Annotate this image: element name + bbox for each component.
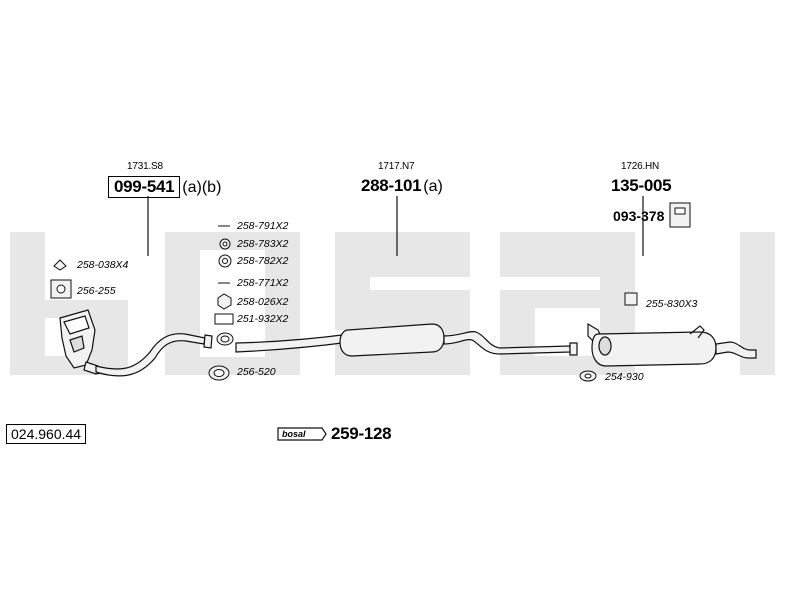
middle-section-part: 288-101 (a) <box>361 176 443 196</box>
front-part-variant: (a)(b) <box>182 179 222 196</box>
callout-256-520: 256-520 <box>237 366 276 378</box>
callout-258-782x2: 258-782X2 <box>237 255 289 267</box>
callout-258-026x2: 258-026X2 <box>237 296 289 308</box>
callout-258-771x2: 258-771X2 <box>237 277 289 289</box>
front-section-part: 099-541 (a)(b) <box>108 176 221 198</box>
middle-part-number: 288-101 <box>361 176 422 195</box>
callout-256-255: 256-255 <box>77 285 116 297</box>
middle-section-ref: 1717.N7 <box>378 161 415 172</box>
callout-254-930: 254-930 <box>605 371 644 383</box>
mounting-kit-part-number: 259-128 <box>331 424 392 443</box>
rear-section-ref: 1726.HN <box>621 161 660 172</box>
callout-258-783x2: 258-783X2 <box>237 238 289 250</box>
rear-silencer <box>587 322 757 367</box>
mounting-kit-logo: bosal <box>282 429 306 439</box>
middle-pipe-resonator <box>235 323 578 357</box>
callout-251-932x2: 251-932X2 <box>237 313 289 325</box>
front-part-number: 099-541 <box>108 176 181 198</box>
callout-255-830x3: 255-830X3 <box>646 298 698 310</box>
callout-258-791x2: 258-791X2 <box>237 220 289 232</box>
rear-hardware-icons <box>579 202 691 382</box>
rear-part-number: 135-005 <box>611 176 672 195</box>
front-hardware-icons <box>50 259 72 299</box>
hardware-icons <box>208 225 234 381</box>
callout-258-038x4: 258-038X4 <box>77 259 129 271</box>
middle-part-variant: (a) <box>423 178 443 195</box>
mounting-kit-box <box>277 427 327 441</box>
catalytic-converter <box>59 309 213 377</box>
front-section-ref: 1731.S8 <box>127 161 163 172</box>
rear-bracket-part: 093-378 <box>613 208 665 224</box>
catalog-number: 024.960.44 <box>6 424 87 444</box>
